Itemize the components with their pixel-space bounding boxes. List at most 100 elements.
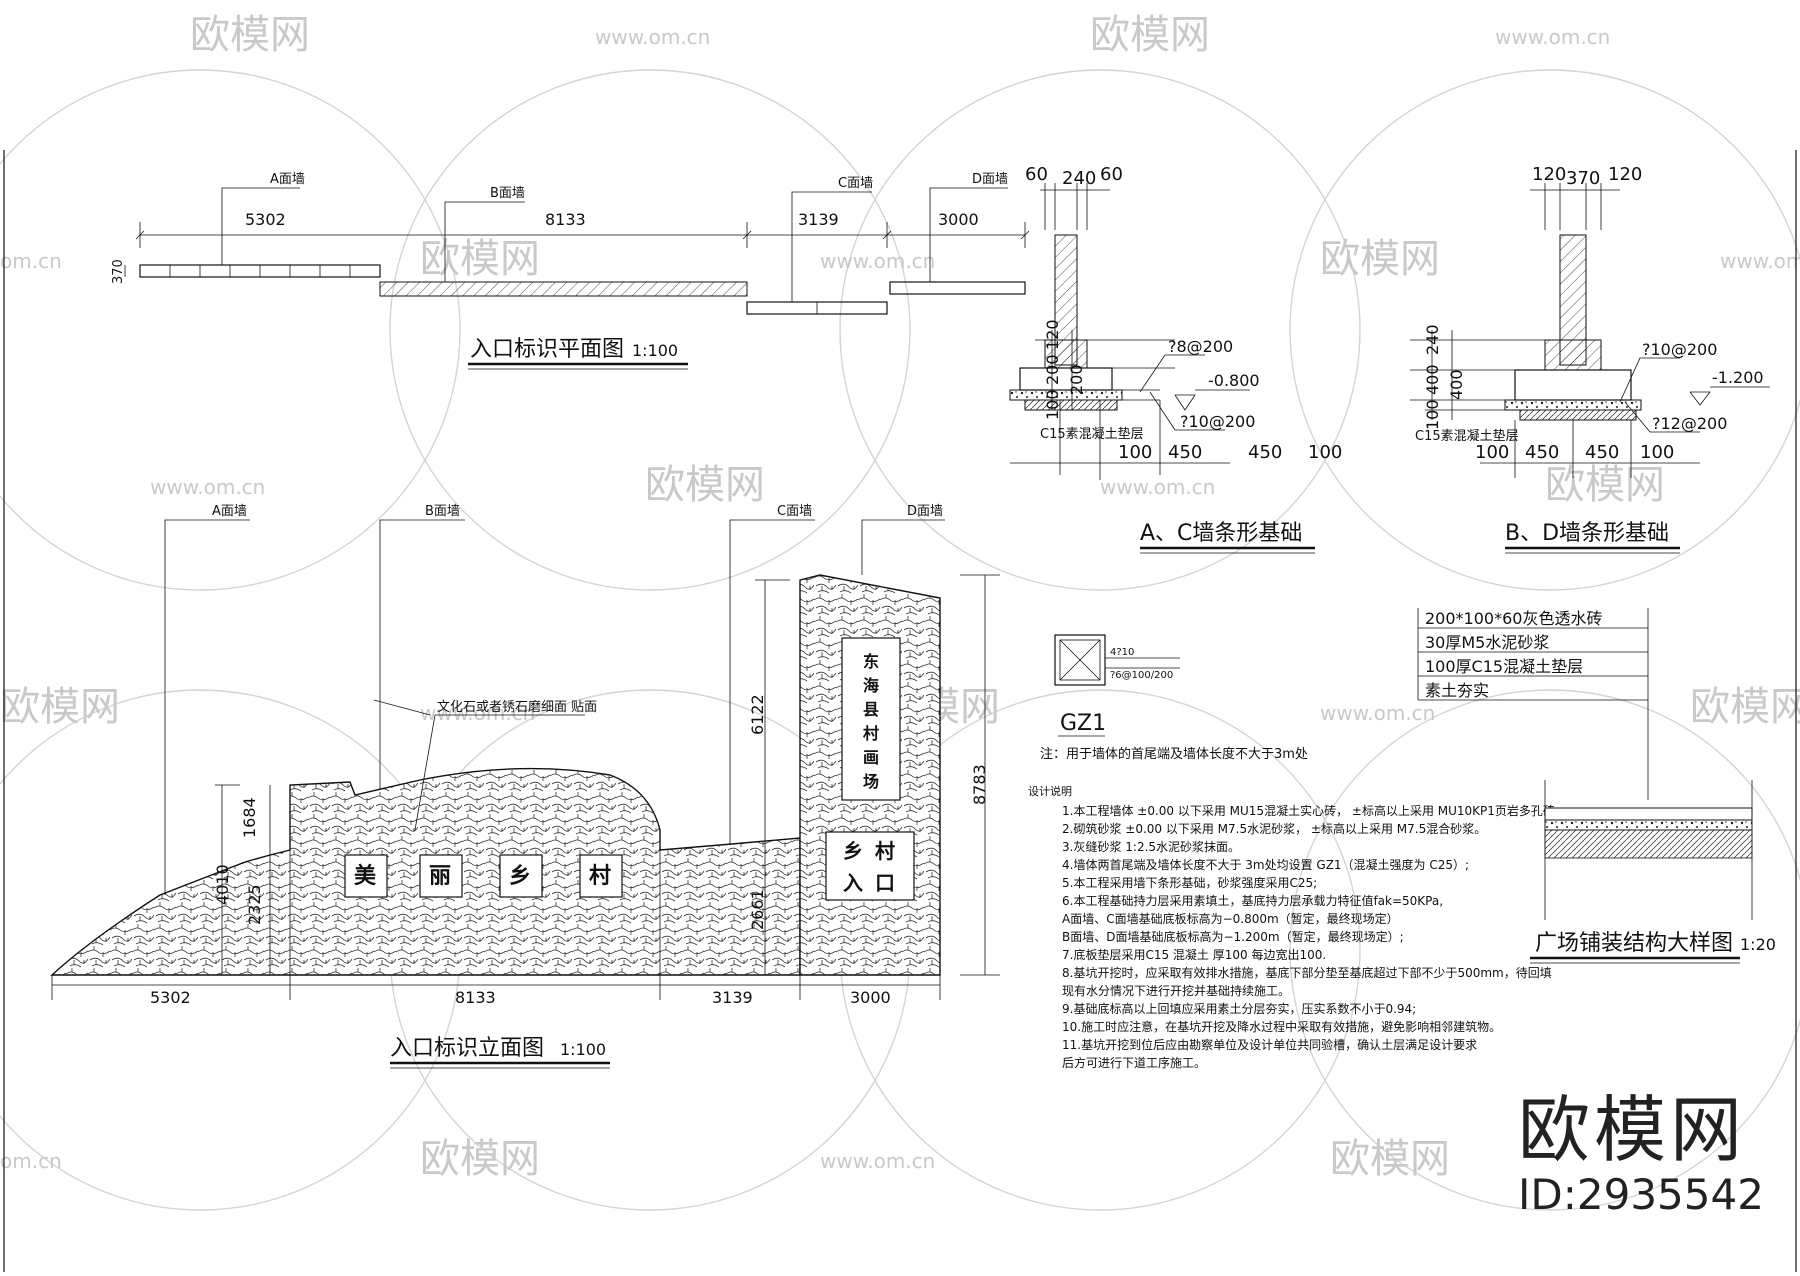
gz1-name: GZ1: [1060, 711, 1106, 736]
fbd-bottom-dim: 450: [1525, 442, 1559, 463]
plan-label-b: B面墙: [490, 186, 525, 201]
watermark-url: www.om.cn: [820, 1149, 935, 1173]
plan-dim-c: 3139: [798, 210, 839, 229]
brand-id: ID:2935542: [1518, 1170, 1764, 1219]
sign-tall-char: 海: [863, 676, 879, 695]
fbd-rebar-bottom: ?12@200: [1652, 414, 1727, 433]
fbd-rebar-top: ?10@200: [1642, 340, 1717, 359]
brand-block: 欧模网 ID:2935542: [1518, 1090, 1764, 1220]
notes-heading: 设计说明: [1028, 784, 1072, 798]
watermark-brand: 欧模网: [1545, 462, 1665, 508]
note-item: 8.基坑开挖时，应采取有效排水措施，基底下部分垫至基底超过下部不少于500mm，…: [1062, 965, 1552, 980]
watermark-url: www.om.cn: [1320, 701, 1435, 725]
fac-bottom-dim: 100: [1308, 442, 1342, 463]
watermark-url: www.om.cn: [150, 475, 265, 499]
plan-thickness: 370: [111, 259, 126, 284]
watermark-brand: 欧模网: [420, 236, 540, 282]
watermark-url: om.cn: [0, 1149, 62, 1173]
elev-label-d: D面墙: [907, 504, 943, 519]
sign-tall-char: 东: [863, 652, 879, 671]
elev-label-b: B面墙: [425, 504, 460, 519]
sign-wide-char: 丽: [429, 864, 451, 889]
sign-panel-tall: 东 海 县 村 画 场: [841, 637, 901, 801]
footing-ac-title: A、C墙条形基础: [1140, 521, 1302, 546]
note-item: 9.基础底标高以上回填应采用素土分层夯实，压实系数不小于0.94;: [1062, 1001, 1416, 1016]
elev-h2661: 2661: [748, 889, 767, 930]
note-item: 2.砌筑砂浆 ±0.00 以下采用 M7.5水泥砂浆， ±标高以上采用 M7.5…: [1062, 821, 1486, 836]
fac-bottom-dim: 100: [1118, 442, 1152, 463]
watermark-url: www.om.cn: [1495, 25, 1610, 49]
fbd-bottom-dim: 450: [1585, 442, 1619, 463]
elev-dim-b: 8133: [455, 988, 496, 1007]
elevation-title: 入口标识立面图: [390, 1036, 544, 1061]
fac-rebar-top: ?8@200: [1168, 337, 1233, 356]
column-gz1: 4?10 ?6@100/200 GZ1 注：用于墙体的首尾端及墙体长度不大于3m…: [1040, 634, 1308, 762]
elev-dim-a: 5302: [150, 988, 191, 1007]
elev-dim-d: 3000: [850, 988, 891, 1007]
fac-concrete: C15素混凝土垫层: [1040, 426, 1144, 442]
note-item: 1.本工程墙体 ±0.00 以下采用 MU15混凝土实心砖， ±标高以上采用 M…: [1062, 803, 1567, 818]
elevation-view: 东 海 县 村 画 场 乡 村 入 口 美 丽 乡 村 A面墙 B面墙: [50, 504, 1000, 1069]
note-item: 10.施工时应注意，在基坑开挖及降水过程中采取有效措施，避免影响相邻建筑物。: [1062, 1019, 1501, 1034]
watermark-url: www.om.cn: [595, 25, 710, 49]
watermark-brand: 欧模网: [0, 684, 120, 730]
watermark-brand: 欧模网: [420, 1136, 540, 1182]
fbd-bottom-dim: 100: [1640, 442, 1674, 463]
note-item: 后方可进行下道工序施工。: [1062, 1055, 1206, 1070]
sign-tall-char: 画: [863, 748, 879, 767]
fbd-top-dim: 120: [1532, 164, 1566, 185]
paving-scale: 1:20: [1740, 935, 1776, 954]
elev-dim-c: 3139: [712, 988, 753, 1007]
sign-panel-side: 乡 村 入 口: [825, 831, 915, 901]
fac-top-dim: 60: [1100, 164, 1123, 185]
brand-name: 欧模网: [1518, 1088, 1747, 1172]
note-item: 现有水分情况下进行开挖并基础持续施工。: [1062, 983, 1290, 998]
fbd-bottom-dim: 100: [1475, 442, 1509, 463]
plan-view: 5302 8133 3139 3000 370 A面墙 B面墙 C面墙 D面墙 …: [111, 172, 1030, 370]
fac-top-dim: 60: [1025, 164, 1048, 185]
sign-tall-char: 村: [863, 724, 879, 743]
plan-dim-b: 8133: [545, 210, 586, 229]
fbd-level: -1.200: [1712, 368, 1764, 387]
note-item: 4.墙体两首尾端及墙体长度不大于 3m处均设置 GZ1（混凝土强度为 C25）;: [1062, 857, 1469, 872]
note-item: 7.底板垫层采用C15 混凝土 厚100 每边宽出100.: [1062, 947, 1326, 962]
plan-title: 入口标识平面图: [470, 337, 624, 362]
plan-wall-d: [889, 281, 1026, 295]
sign-wide-char: 村: [589, 864, 611, 889]
fac-bottom-dim: 450: [1248, 442, 1282, 463]
paving-layer: 素土夯实: [1425, 681, 1489, 700]
sign-tall-char: 场: [863, 772, 879, 791]
paving-layer: 100厚C15混凝土垫层: [1425, 657, 1583, 676]
plan-dim-a: 5302: [245, 210, 286, 229]
fac-top-dim: 240: [1062, 168, 1096, 189]
watermark-layer: 欧模网 www.om.cn 欧模网 www.om.cn om.cn 欧模网 ww…: [0, 12, 1800, 1211]
fac-side-dim: 100: [1043, 389, 1062, 420]
sign-side-char: 村: [875, 839, 895, 863]
watermark-url: www.om.cn: [820, 249, 935, 273]
fac-bottom-dim: 450: [1168, 442, 1202, 463]
fac-side-dim: 200: [1043, 354, 1062, 385]
footing-ac: 60 240 60 120 200 100 200 ?8@200 ?10@200…: [1009, 164, 1342, 554]
note-item: 5.本工程采用墙下条形基础，砂浆强度采用C25;: [1062, 875, 1317, 890]
fbd-concrete: C15素混凝土垫层: [1415, 428, 1519, 444]
watermark-brand: 欧模网: [1690, 684, 1800, 730]
watermark-brand: 欧模网: [645, 462, 765, 508]
sign-side-char: 乡: [843, 839, 863, 863]
plan-wall-b: [379, 281, 748, 297]
watermark-brand: 欧模网: [1320, 236, 1440, 282]
plan-dim-d: 3000: [938, 210, 979, 229]
fbd-top-dim: 120: [1608, 164, 1642, 185]
elev-label-c: C面墙: [777, 504, 812, 519]
footing-bd-title: B、D墙条形基础: [1505, 521, 1669, 546]
sign-tall-char: 县: [863, 700, 879, 719]
elev-material-note: 文化石或者锈石磨细面 贴面: [437, 700, 597, 715]
note-item: A面墙、C面墙基础底板标高为−0.800m（暂定，最终现场定）: [1062, 911, 1399, 926]
elev-h6122: 6122: [748, 694, 767, 735]
elev-h1684: 1684: [240, 797, 259, 838]
fbd-top-dim: 370: [1566, 168, 1600, 189]
gz1-rebar2: ?6@100/200: [1110, 670, 1173, 681]
sign-panel-row: 美 丽 乡 村: [344, 854, 623, 898]
sign-wide-char: 乡: [509, 864, 531, 889]
elevation-scale: 1:100: [560, 1040, 606, 1059]
